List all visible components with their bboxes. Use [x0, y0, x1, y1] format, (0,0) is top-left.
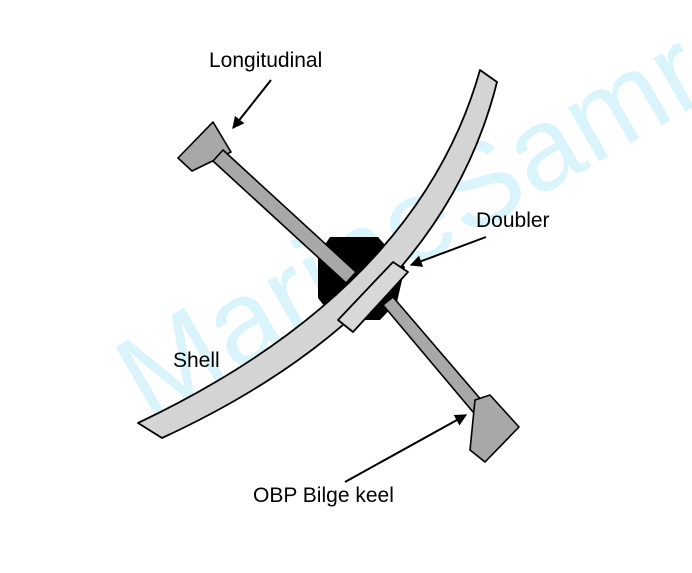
label-doubler: Doubler — [476, 209, 550, 232]
longitudinal-flange — [177, 121, 232, 172]
bilge-keel-flange — [469, 394, 520, 463]
watermark-text: MarineSamraj — [95, 0, 692, 445]
label-shell: Shell — [173, 349, 220, 372]
arrow-bilge-keel — [344, 414, 468, 483]
doubler-plate — [337, 261, 409, 333]
label-bilge-keel: OBP Bilge keel — [253, 484, 394, 507]
longitudinal-web — [212, 149, 357, 284]
label-longitudinal: Longitudinal — [209, 49, 322, 72]
watermark: MarineSamraj — [95, 0, 692, 445]
shell-plate — [137, 69, 498, 439]
arrow-longitudinal — [232, 79, 272, 129]
arrow-doubler — [409, 236, 487, 267]
bilge-keel-web — [382, 296, 484, 413]
